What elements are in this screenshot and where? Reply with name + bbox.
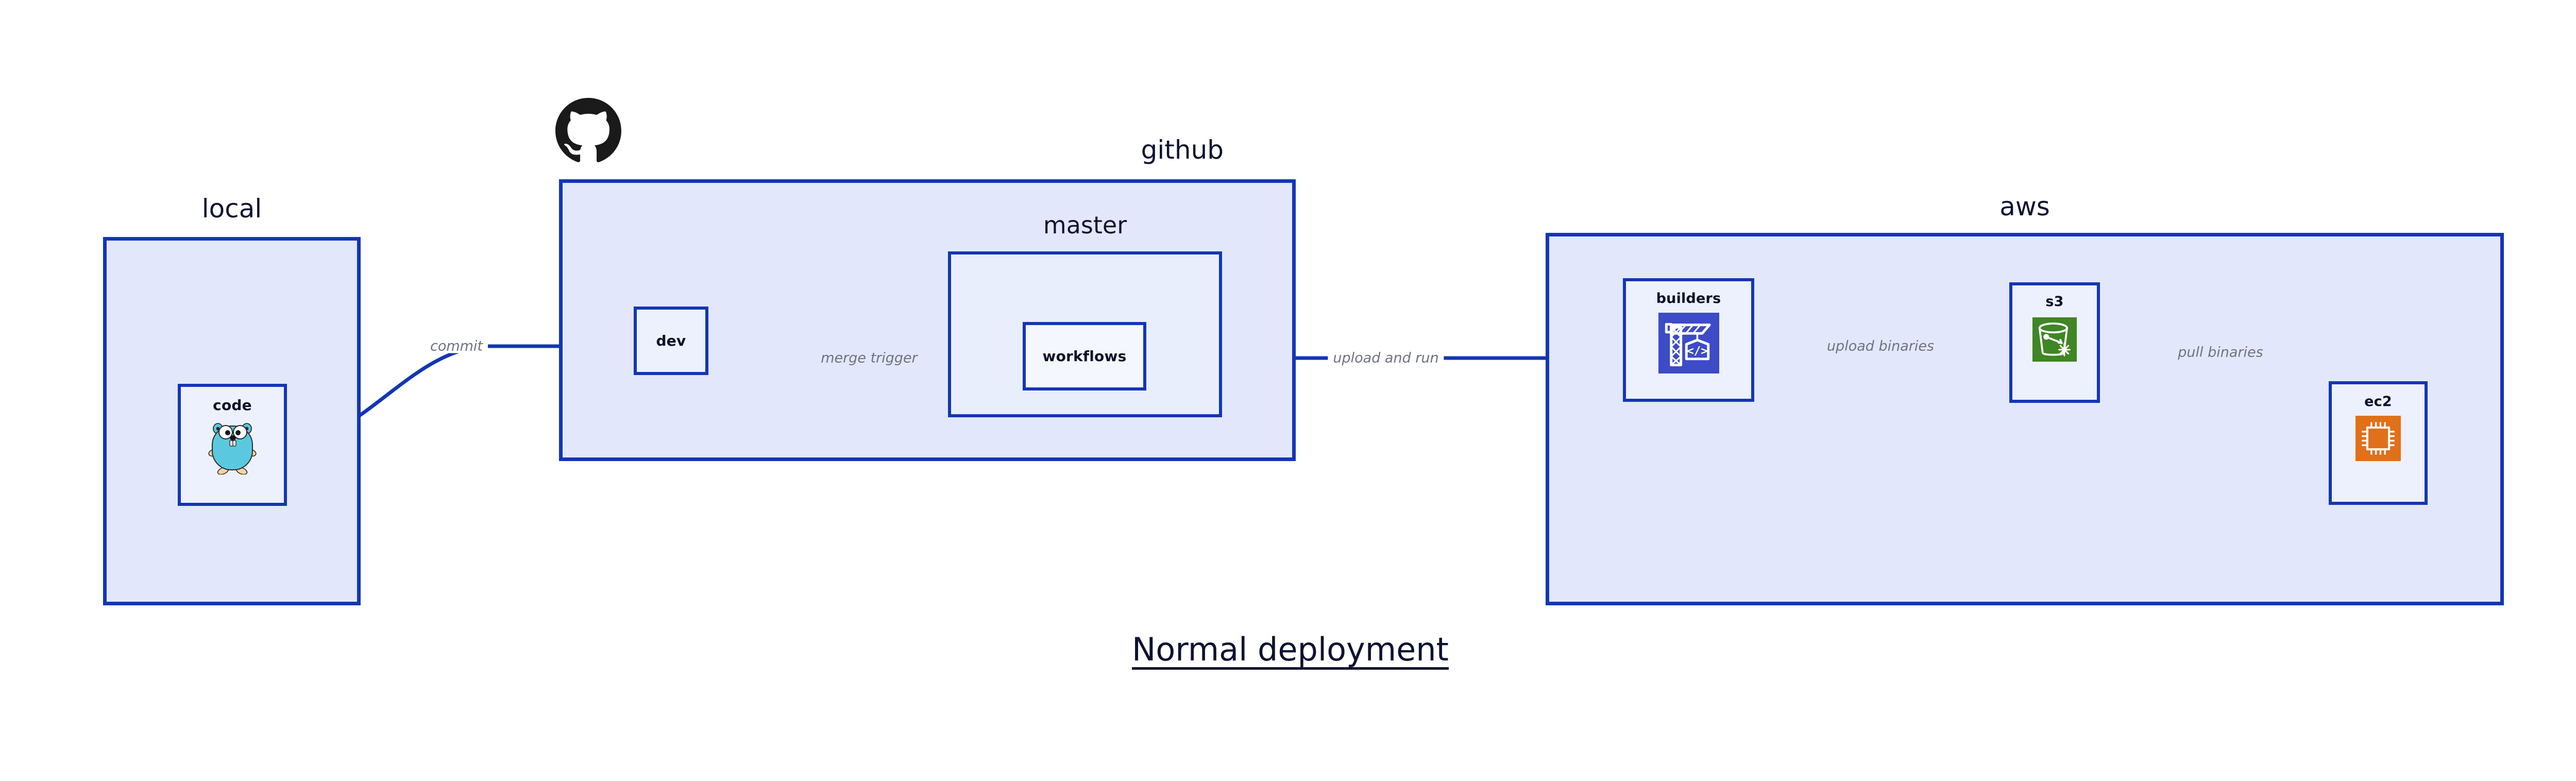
node-dev[interactable]: dev bbox=[634, 307, 708, 375]
node-s3-label: s3 bbox=[2045, 294, 2064, 310]
group-master-label: master bbox=[1043, 211, 1127, 239]
node-workflows-label: workflows bbox=[1042, 347, 1127, 365]
svg-text:</>: </> bbox=[1687, 344, 1707, 358]
go-gopher-icon bbox=[208, 421, 257, 474]
aws-ec2-chip-icon bbox=[2355, 416, 2401, 461]
node-s3[interactable]: s3 bbox=[2009, 282, 2100, 403]
node-workflows[interactable]: workflows bbox=[1023, 322, 1146, 390]
group-github-label: github bbox=[1141, 135, 1224, 165]
group-aws-label: aws bbox=[1999, 192, 2050, 222]
node-dev-label: dev bbox=[656, 332, 686, 349]
aws-s3-bucket-icon bbox=[2032, 316, 2077, 363]
edge-label-merge-trigger: merge trigger bbox=[816, 351, 923, 365]
edge-label-upload-binaries: upload binaries bbox=[1821, 339, 1940, 353]
node-ec2[interactable]: ec2 bbox=[2329, 381, 2428, 505]
diagram-title: Normal deployment bbox=[1132, 633, 1449, 670]
edge-label-pull-binaries: pull binaries bbox=[2173, 345, 2268, 360]
node-ec2-label: ec2 bbox=[2364, 394, 2392, 410]
node-code-label: code bbox=[213, 397, 252, 414]
edge-label-commit: commit bbox=[425, 339, 488, 353]
node-builders[interactable]: builders </> bbox=[1623, 278, 1754, 402]
group-local-label: local bbox=[201, 194, 262, 224]
node-builders-label: builders bbox=[1656, 291, 1721, 307]
node-code[interactable]: code bbox=[178, 384, 287, 506]
edge-label-upload-and-run: upload and run bbox=[1328, 351, 1444, 365]
aws-codebuild-icon: </> bbox=[1658, 313, 1719, 373]
github-octocat-icon bbox=[555, 98, 621, 164]
